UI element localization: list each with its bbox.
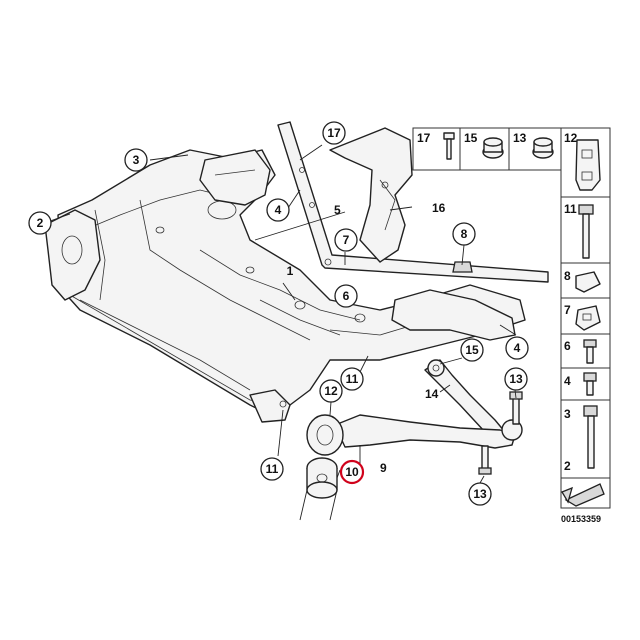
control-arm: [306, 414, 523, 456]
callout-8[interactable]: 8: [452, 222, 476, 246]
bolt-3-icon: [583, 405, 598, 469]
mount-8-icon: [575, 271, 601, 293]
bolt-4-icon: [583, 372, 597, 396]
screw-17-icon: [443, 132, 455, 160]
direction-arrow-icon: [561, 483, 605, 507]
callout-11-center[interactable]: 11: [340, 367, 364, 391]
svg-text:2: 2: [37, 216, 44, 230]
leader-lines: [49, 144, 517, 521]
callout-6[interactable]: 6: [334, 284, 358, 308]
right-bracket: [391, 289, 516, 341]
svg-text:10: 10: [345, 465, 359, 479]
front-axle-subframe: [44, 149, 526, 423]
svg-text:4: 4: [514, 341, 521, 355]
legend-side-column: 12 11 8 7 6 4 3: [560, 127, 611, 509]
callout-4-upper[interactable]: 4: [266, 198, 290, 222]
svg-text:11: 11: [346, 372, 359, 386]
svg-text:3: 3: [133, 153, 140, 167]
rubber-mount: [306, 457, 338, 499]
svg-text:15: 15: [465, 343, 479, 357]
legend-label-11[interactable]: 11: [564, 202, 577, 216]
legend-label-8[interactable]: 8: [564, 269, 571, 283]
legend-label-3[interactable]: 3: [564, 407, 571, 421]
engine-mount-bracket: [199, 149, 271, 206]
svg-text:7: 7: [343, 233, 350, 247]
diagram-code: 00153359: [561, 514, 601, 524]
svg-text:6: 6: [343, 289, 350, 303]
svg-text:13: 13: [473, 487, 487, 501]
callout-15[interactable]: 15: [460, 338, 484, 362]
svg-text:8: 8: [461, 227, 468, 241]
legend-label-17[interactable]: 17: [417, 131, 431, 145]
heat-shield: [329, 127, 413, 263]
legend-label-12[interactable]: 12: [564, 131, 578, 145]
legend-label-7[interactable]: 7: [564, 303, 571, 317]
legend-label-2[interactable]: 2: [564, 459, 571, 473]
strut-brace: [277, 121, 549, 283]
legend-label-15[interactable]: 15: [464, 131, 478, 145]
legend-top-row: 17 15 13: [412, 127, 562, 171]
label-5[interactable]: 5: [334, 203, 341, 217]
callout-10-highlighted[interactable]: 10: [339, 459, 365, 485]
mount-7-icon: [575, 305, 601, 331]
legend-label-13[interactable]: 13: [513, 131, 527, 145]
label-16[interactable]: 16: [432, 201, 446, 215]
callout-13-upper[interactable]: 13: [504, 367, 528, 391]
label-1[interactable]: 1: [287, 264, 294, 278]
callout-17[interactable]: 17: [322, 121, 346, 145]
callout-11-left[interactable]: 11: [260, 457, 284, 481]
callout-7[interactable]: 7: [334, 228, 358, 252]
callout-12[interactable]: 12: [319, 379, 343, 403]
label-14[interactable]: 14: [425, 387, 439, 401]
callout-13-lower[interactable]: 13: [468, 482, 492, 506]
svg-text:4: 4: [275, 203, 282, 217]
bolt-11-icon: [578, 204, 594, 259]
nut-13-icon: [532, 137, 554, 159]
legend-label-6[interactable]: 6: [564, 339, 571, 353]
svg-text:12: 12: [324, 384, 338, 398]
bolt-6-icon: [583, 339, 597, 364]
callout-4-right[interactable]: 4: [505, 336, 529, 360]
svg-text:11: 11: [266, 462, 279, 476]
legend-label-4[interactable]: 4: [564, 374, 571, 388]
svg-text:17: 17: [327, 126, 341, 140]
clip-12-icon: [575, 139, 601, 191]
label-9[interactable]: 9: [380, 461, 387, 475]
bolt-13-lower: [478, 445, 492, 475]
callout-3[interactable]: 3: [124, 148, 148, 172]
callout-2[interactable]: 2: [28, 211, 52, 235]
nut-15-icon: [482, 137, 504, 159]
svg-text:13: 13: [509, 372, 523, 386]
